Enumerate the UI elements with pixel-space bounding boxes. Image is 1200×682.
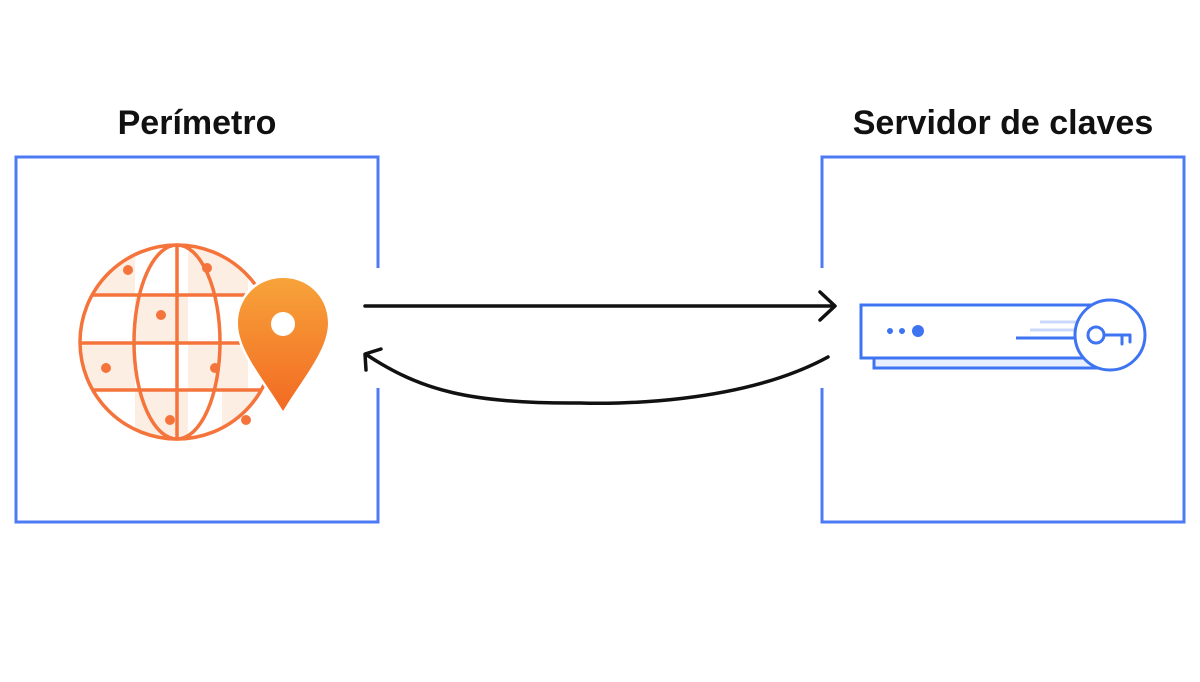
request-arrow: [363, 290, 837, 322]
key-icon: [1086, 325, 1132, 346]
perimeter-label: Perímetro: [117, 104, 277, 142]
server-key-icon: [859, 298, 1147, 372]
key-server-label: Servidor de claves: [852, 104, 1154, 142]
perimeter-box: [14, 155, 380, 524]
response-arrow: [363, 347, 830, 406]
key-server-box: [820, 155, 1186, 524]
location-pin-icon: [235, 275, 331, 416]
